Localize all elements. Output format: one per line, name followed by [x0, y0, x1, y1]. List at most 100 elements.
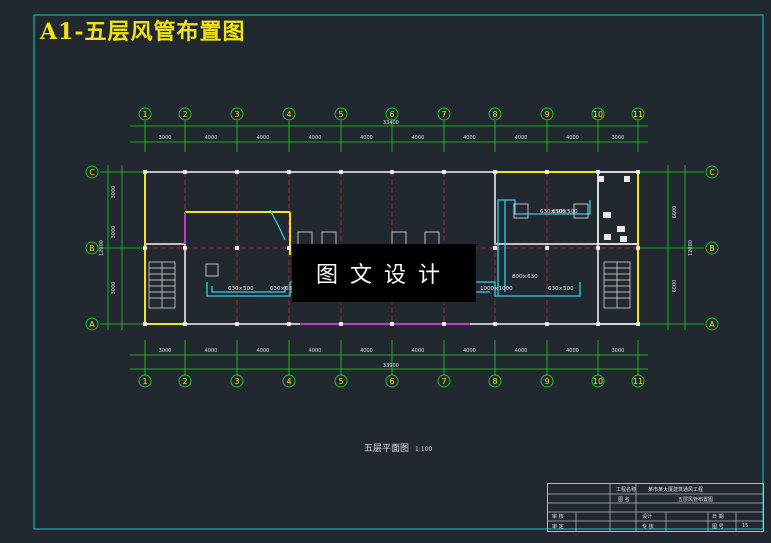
axis-bubble-label: 9 [544, 377, 549, 386]
column [235, 322, 239, 326]
axis-bubble-label: 11 [633, 110, 643, 119]
axis-bubble-label: 8 [492, 110, 497, 119]
axis-bubble-B: B [705, 241, 719, 255]
left-dim: 3000 [111, 282, 117, 295]
axis-bubble-label: 3 [234, 377, 239, 386]
column [493, 246, 497, 250]
span-dim: 4000 [205, 135, 218, 141]
tb-design: 设计 [642, 514, 653, 520]
column [183, 322, 187, 326]
column [339, 170, 343, 174]
column [143, 170, 147, 174]
span-dim: 4000 [515, 348, 528, 354]
duct-size-label: 800×630 [512, 274, 538, 280]
left-dim: 3000 [111, 226, 117, 239]
column [235, 170, 239, 174]
watermark: 图文设计 [292, 244, 476, 302]
span-dim: 4000 [463, 135, 476, 141]
column [339, 322, 343, 326]
span-dim: 4000 [309, 135, 322, 141]
span-dim: 3000 [159, 348, 172, 354]
axis-bubble-8: 8 [488, 374, 502, 388]
axis-bubble-label: 6 [389, 377, 394, 386]
span-dim: 4000 [412, 135, 425, 141]
column [636, 170, 640, 174]
axis-bubble-8: 8 [488, 107, 502, 121]
axis-bubble-6: 6 [385, 107, 399, 121]
axis-bubble-label: 8 [492, 377, 497, 386]
span-dim: 3000 [612, 135, 625, 141]
axis-bubble-label: 9 [544, 110, 549, 119]
axis-bubble-C: C [85, 165, 99, 179]
top-total-dim: 33400 [383, 120, 399, 126]
span-dim: 4000 [566, 135, 579, 141]
column [493, 170, 497, 174]
stair-left [148, 261, 176, 309]
axis-bubble-label: 4 [286, 377, 291, 386]
axis-bubble-9: 9 [540, 374, 554, 388]
caption-scale: 1:100 [415, 446, 433, 453]
axis-bubble-7: 7 [437, 374, 451, 388]
axis-bubble-3: 3 [230, 107, 244, 121]
tb-check: 审 核 [552, 514, 564, 520]
axis-bubble-label: 5 [338, 377, 343, 386]
tb-sheet-label: 图 号 [712, 524, 724, 530]
axis-bubble-label: 7 [441, 110, 446, 119]
title-block: 工程名称 某市某大厦建筑通风工程 图 名 五层风管布置图 审 核 审 定 设计 … [547, 483, 764, 532]
axis-bubble-label: 6 [389, 110, 394, 119]
span-dim: 4000 [257, 348, 270, 354]
axis-bubble-label: 10 [593, 110, 603, 119]
span-dim: 4000 [515, 135, 528, 141]
left-total-dim: 12000 [99, 240, 105, 256]
axis-bubble-label: 1 [142, 110, 147, 119]
axis-bubble-label: 2 [182, 377, 187, 386]
axis-bubble-11: 11 [631, 107, 645, 121]
axis-bubble-3: 3 [230, 374, 244, 388]
column [545, 322, 549, 326]
column [596, 322, 600, 326]
column [183, 246, 187, 250]
axis-bubble-label: C [709, 168, 715, 177]
axis-bubble-label: 7 [441, 377, 446, 386]
span-dim: 4000 [566, 348, 579, 354]
duct-size-label: 630×500 [228, 286, 254, 292]
stair-right [603, 261, 631, 309]
axis-bubble-label: 1 [142, 377, 147, 386]
axis-bubble-label: A [709, 320, 715, 329]
axis-bubble-10: 10 [591, 374, 605, 388]
column [390, 170, 394, 174]
title-block-lines [548, 484, 763, 531]
column [636, 246, 640, 250]
axis-bubble-A: A [705, 317, 719, 331]
span-dim: 3000 [612, 348, 625, 354]
axis-bubble-4: 4 [282, 107, 296, 121]
column [545, 170, 549, 174]
axis-bubble-10: 10 [591, 107, 605, 121]
span-dim: 4000 [309, 348, 322, 354]
axis-bubble-6: 6 [385, 374, 399, 388]
dimension-lines [107, 125, 686, 370]
axis-bubble-1: 1 [138, 107, 152, 121]
axis-bubble-label: B [709, 244, 715, 253]
column [287, 322, 291, 326]
span-dim: 4000 [412, 348, 425, 354]
sheet-border [33, 14, 764, 530]
axis-bubble-label: 4 [286, 110, 291, 119]
axis-bubble-B: B [85, 241, 99, 255]
axis-bubble-label: A [89, 320, 95, 329]
axis-bubble-9: 9 [540, 107, 554, 121]
column [545, 246, 549, 250]
column [183, 170, 187, 174]
span-dim: 3000 [159, 135, 172, 141]
duct-size-label: 630×500 [540, 209, 566, 215]
dimension-text: 3000 3000 4000 4000 4000 4000 4000 4000 4000 4000… [99, 120, 694, 369]
axis-bubble-label: 10 [593, 377, 603, 386]
bottom-total-dim: 33900 [383, 363, 399, 369]
axis-bubble-A: A [85, 317, 99, 331]
tb-approve: 审 定 [552, 524, 564, 530]
tb-sheet-no: 15 [742, 523, 749, 529]
axis-bubble-label: B [89, 244, 95, 253]
